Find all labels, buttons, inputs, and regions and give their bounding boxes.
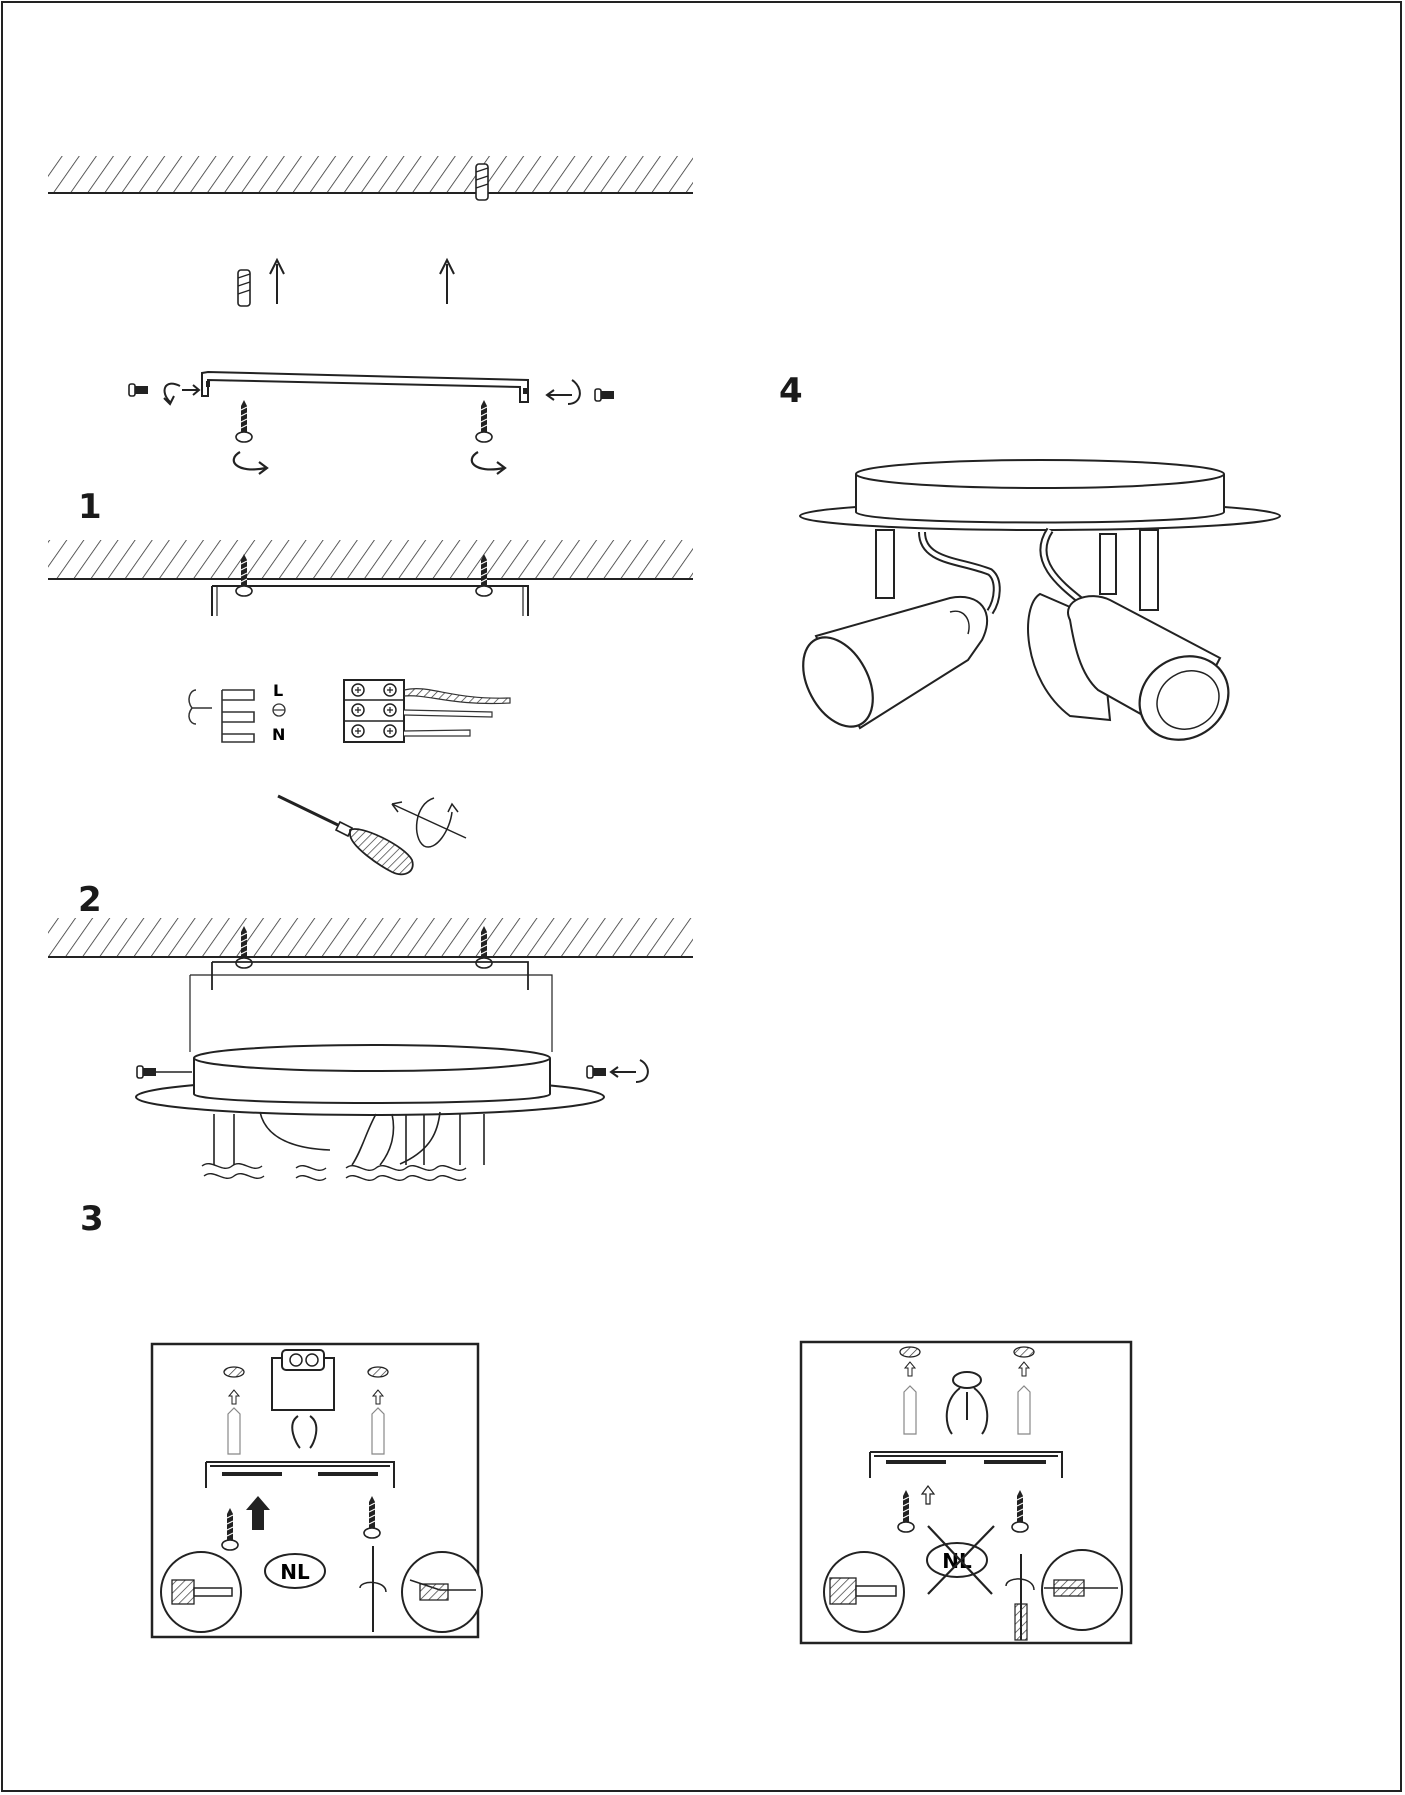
step-3-number: 3 xyxy=(80,1199,104,1239)
rotate-arrow-icon xyxy=(545,379,581,405)
arrow-up-icon xyxy=(439,257,455,304)
screw-icon xyxy=(128,383,149,397)
neutral-label: N xyxy=(272,725,285,744)
screwdriver-icon xyxy=(277,794,414,876)
rotate-arrow-icon xyxy=(232,451,269,475)
wiring-terminal: L N xyxy=(188,679,511,744)
screw-icon xyxy=(475,399,493,443)
step-2-ceiling-assembly xyxy=(48,918,693,1052)
rotate-arrow-icon xyxy=(470,451,507,475)
wall-plug-icon xyxy=(237,269,251,307)
inset-panel-with-nl: NL xyxy=(150,1342,483,1639)
nl-badge: NL xyxy=(280,1560,310,1584)
arrow-up-icon xyxy=(269,257,285,304)
finished-spotlight xyxy=(799,459,1281,741)
screw-icon xyxy=(594,388,615,402)
rotate-arrow-icon xyxy=(609,1059,649,1083)
step-1-mounted-bracket xyxy=(48,540,693,616)
rotate-arrow-icon xyxy=(391,797,467,848)
step-4-number: 4 xyxy=(779,371,803,411)
screw-icon xyxy=(586,1065,607,1079)
screw-icon xyxy=(235,399,253,443)
ceiling-base-plate xyxy=(135,1044,605,1181)
step-1-ceiling xyxy=(48,156,693,201)
screw-icon xyxy=(136,1065,157,1079)
rotate-arrow-icon xyxy=(163,382,201,406)
live-label: L xyxy=(273,681,283,700)
step-2-number: 2 xyxy=(78,880,102,920)
inset-panel-without-nl: NL xyxy=(799,1340,1133,1645)
step-1-number: 1 xyxy=(78,487,102,527)
mounting-bracket xyxy=(201,370,529,403)
